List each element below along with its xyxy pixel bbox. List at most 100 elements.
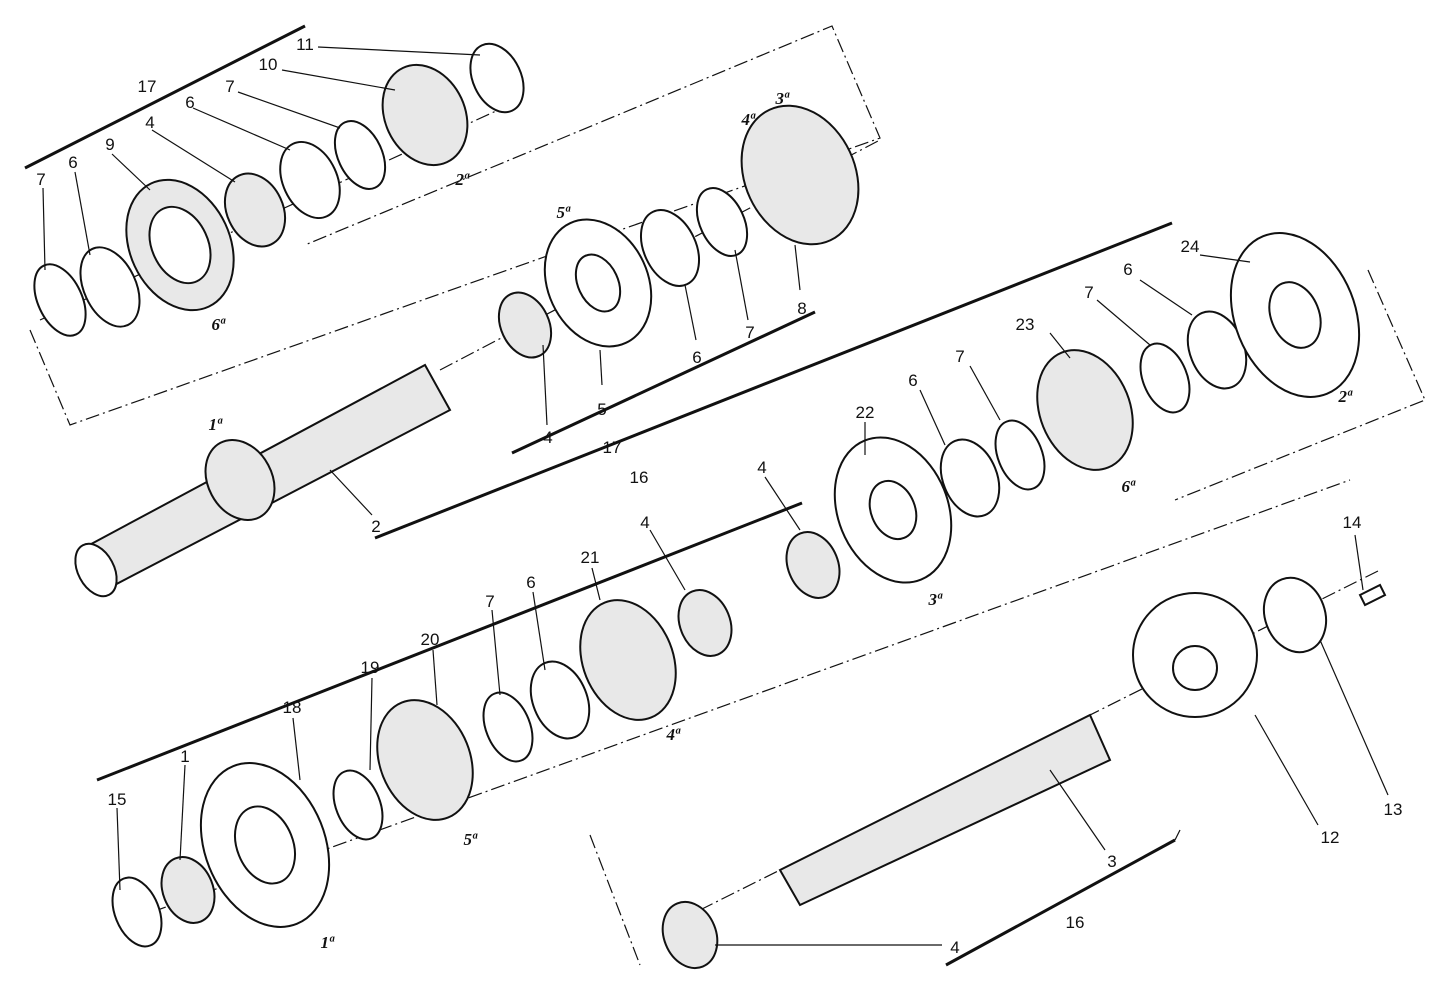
- label-7-b: 7: [36, 170, 45, 189]
- shim-11: [469, 42, 525, 114]
- label-gear-2nd-a: 2ª: [454, 170, 470, 189]
- sprocket-12-hub: [1172, 645, 1218, 691]
- boundary-right: [1174, 269, 1426, 501]
- label-6-f: 6: [526, 573, 535, 592]
- label-gear-6th-a: 6ª: [211, 315, 226, 334]
- thrust-washer-6f: [529, 660, 591, 740]
- boundary-upper: [29, 25, 881, 426]
- label-12: 12: [1321, 828, 1340, 847]
- label-14: 14: [1343, 513, 1362, 532]
- gear-8-3rd-4th: [740, 104, 860, 246]
- circlip-7: [33, 263, 87, 337]
- gear-18-hub: [234, 805, 296, 885]
- gear-23-6th: [1036, 349, 1134, 471]
- label-3: 3: [1107, 852, 1116, 871]
- output-shaft-3: [778, 713, 1112, 907]
- group-bar-15-21: [96, 501, 803, 782]
- label-gear-5th-b: 5ª: [463, 830, 478, 849]
- label-gear-4th-a: 4ª: [740, 110, 756, 129]
- group-bar-17-mid: [511, 310, 816, 455]
- parts: [33, 42, 1387, 969]
- label-8: 8: [797, 299, 806, 318]
- label-10: 10: [259, 55, 278, 74]
- label-13: 13: [1384, 800, 1403, 819]
- needle-bearing-4b: [497, 291, 553, 359]
- group-bar-17-top: [24, 24, 306, 170]
- needle-bearing-4d: [677, 589, 733, 657]
- label-23: 23: [1016, 315, 1035, 334]
- label-6-a: 6: [185, 93, 194, 112]
- gear-10-2nd: [381, 63, 469, 167]
- label-4-d: 4: [640, 513, 649, 532]
- label-gear-5th-a: 5ª: [556, 203, 571, 222]
- needle-bearing-1: [160, 856, 216, 924]
- label-gear-6th-b: 6ª: [1121, 477, 1136, 496]
- thrust-washer-6b: [279, 140, 341, 220]
- label-4-c: 4: [757, 458, 766, 477]
- label-6-b: 6: [68, 153, 77, 172]
- label-gear-1st-b: 1ª: [320, 933, 335, 952]
- group-bar-16-bottom: [945, 838, 1176, 967]
- circlip-7e: [1139, 342, 1191, 414]
- boundary-lower: [589, 829, 1181, 966]
- label-7-d: 7: [1084, 283, 1093, 302]
- circlip-7c: [695, 187, 749, 257]
- label-5: 5: [597, 400, 606, 419]
- label-gear-4th-b: 4ª: [665, 725, 681, 744]
- group-bars: [24, 24, 1176, 967]
- input-shaft-end: [74, 542, 118, 598]
- label-17-top: 17: [138, 77, 157, 96]
- label-6-e: 6: [908, 371, 917, 390]
- label-gear-1st-a: 1ª: [208, 415, 223, 434]
- label-gear-2nd-b: 2ª: [1337, 387, 1353, 406]
- shim-15: [111, 876, 163, 948]
- label-20: 20: [421, 630, 440, 649]
- leader-lines: [42, 46, 1389, 946]
- label-15: 15: [108, 790, 127, 809]
- label-19: 19: [361, 658, 380, 677]
- needle-bearing-4c: [785, 531, 841, 599]
- thrust-washer-6c: [639, 209, 701, 287]
- retainer-plate-13: [1262, 576, 1328, 654]
- circlip-7b: [333, 120, 387, 190]
- dash-boundaries: [29, 25, 1426, 966]
- label-17-mid: 17: [603, 438, 622, 457]
- label-22: 22: [856, 403, 875, 422]
- gear-24-hub: [1268, 281, 1322, 349]
- label-7-e: 7: [955, 347, 964, 366]
- label-7-c: 7: [745, 323, 754, 342]
- label-1: 1: [180, 747, 189, 766]
- label-16-bottom: 16: [1066, 913, 1085, 932]
- input-shaft-1st-gear: [204, 438, 276, 522]
- bolt-14: [1358, 583, 1387, 607]
- gear-9-hub: [148, 205, 212, 285]
- labels: 11 10 17 7 6 4 9 6 7 2ª 4ª 3ª 5ª 6ª 8 7 …: [36, 35, 1402, 957]
- label-9: 9: [105, 135, 114, 154]
- circlip-7f: [482, 691, 534, 763]
- label-gear-3rd-b: 3ª: [927, 590, 943, 609]
- label-6-c: 6: [692, 348, 701, 367]
- label-4-a: 4: [145, 113, 154, 132]
- gear-5-hub: [574, 253, 622, 313]
- label-11: 11: [296, 35, 314, 54]
- label-24: 24: [1181, 237, 1200, 256]
- thrust-washer-6d: [939, 438, 1001, 518]
- label-16-top: 16: [630, 468, 649, 487]
- label-gear-3rd-a: 3ª: [774, 89, 790, 108]
- label-18: 18: [283, 698, 302, 717]
- label-4-b: 4: [543, 428, 552, 447]
- gear-20-5th: [376, 699, 474, 821]
- needle-bearing-4e: [661, 901, 719, 969]
- label-21: 21: [581, 548, 600, 567]
- gear-21-4th: [579, 599, 677, 721]
- label-7-a: 7: [225, 77, 234, 96]
- needle-bearing-4: [223, 172, 287, 248]
- label-7-f: 7: [485, 592, 494, 611]
- thrust-washer-6: [79, 246, 141, 328]
- label-2: 2: [371, 517, 380, 536]
- label-6-d: 6: [1123, 260, 1132, 279]
- circlip-7d: [994, 419, 1046, 491]
- group-bar-16-top: [374, 221, 1173, 540]
- circlip-19: [332, 769, 384, 841]
- axis-lower-shaft: [129, 479, 1351, 921]
